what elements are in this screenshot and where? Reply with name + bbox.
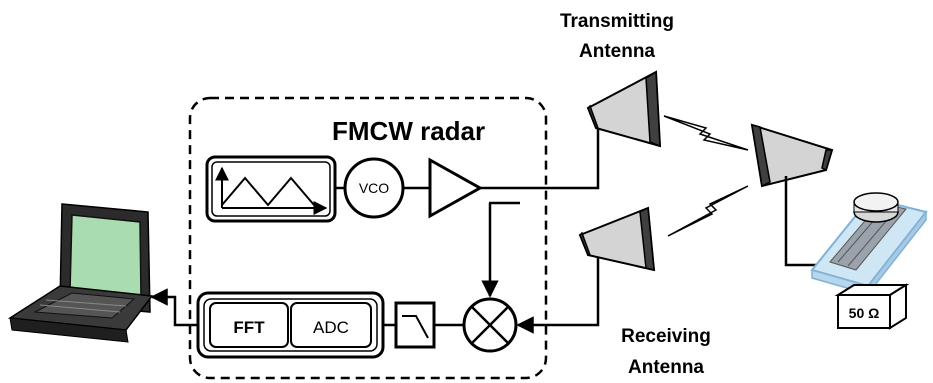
- tag-antenna-icon: [750, 123, 834, 188]
- rx-antenna-label-line1: Receiving: [621, 326, 711, 347]
- processing-block: FFT ADC: [196, 291, 385, 359]
- load-box: 50 Ω: [834, 283, 910, 330]
- transmitting-antenna-icon: [586, 70, 662, 148]
- radar-enclosure: [188, 96, 548, 380]
- chirp-generator: [205, 155, 337, 223]
- adc-label: ADC: [313, 318, 349, 337]
- lightning-bolt-rx-icon: [667, 185, 749, 237]
- rx-antenna-label-line2: Antenna: [628, 357, 704, 378]
- load-label: 50 Ω: [849, 305, 880, 321]
- wire-processing-laptop: [150, 288, 198, 327]
- lightning-bolt-tx-icon: [663, 115, 749, 151]
- vco-label: VCO: [359, 180, 389, 196]
- amplifier: [428, 157, 484, 219]
- radar-title: FMCW radar: [332, 116, 485, 146]
- sensor-substrate: [810, 192, 928, 297]
- mixer: [462, 297, 518, 353]
- tx-antenna-label-line2: Antenna: [579, 41, 655, 62]
- wire-amp-tx-antenna: [480, 128, 600, 190]
- vco-block: VCO: [343, 157, 405, 219]
- wire-rx-antenna-mixer: [516, 255, 600, 334]
- fft-label: FFT: [233, 318, 265, 337]
- lowpass-filter: [394, 301, 436, 349]
- wire-tag-antenna-sensor: [784, 176, 822, 267]
- tx-antenna-label-line1: Transmitting: [560, 11, 674, 32]
- receiving-antenna-icon: [578, 206, 656, 272]
- laptop-icon: [7, 203, 154, 343]
